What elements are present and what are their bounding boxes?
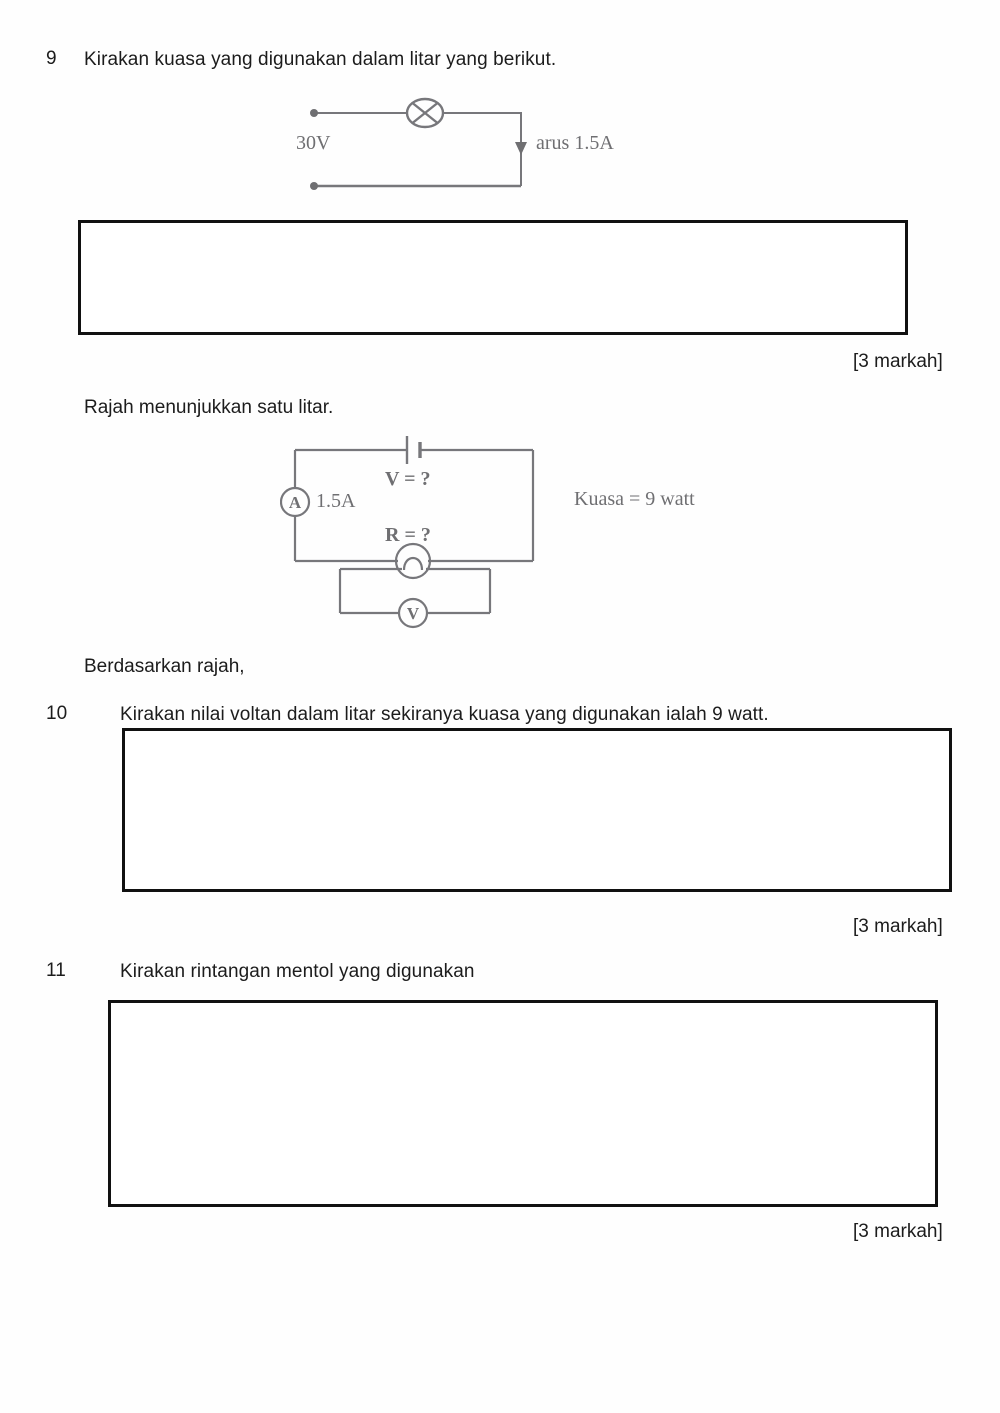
lamp-cross-stroke-b (411, 102, 439, 124)
question-9-number: 9 (46, 48, 57, 69)
answer-box-question-11[interactable] (108, 1000, 938, 1207)
circuit-two-power-label: Kuasa = 9 watt (574, 488, 695, 510)
diagram-intro-text: Rajah menunjukkan satu litar. (84, 397, 334, 418)
down-arrow-icon (515, 142, 527, 155)
circuit-two-svg: A V (280, 436, 535, 629)
circuit-diagram-one: 30V arus 1.5A (290, 92, 630, 202)
circuit-one-svg (310, 97, 527, 190)
question-11-text: Kirakan rintangan mentol yang digunakan (120, 961, 475, 982)
question-11-marks: [3 markah] (853, 1221, 943, 1242)
lamp-cross-icon (405, 97, 445, 129)
circuit-two-ammeter-value: 1.5A (316, 490, 356, 512)
question-9-text: Kirakan kuasa yang digunakan dalam litar… (84, 49, 557, 70)
terminal-dot-bottom (310, 182, 318, 190)
ammeter-icon (280, 486, 311, 518)
circuit-diagram-two: A V V = ? 1.5A R = ? Kuasa = 9 watt (280, 424, 740, 639)
circuit-one-voltage-label: 30V (296, 132, 331, 154)
question-9-marks: [3 markah] (853, 351, 943, 372)
voltmeter-icon (397, 597, 429, 629)
bulb-icon (394, 542, 432, 580)
answer-box-question-10[interactable] (122, 728, 952, 892)
circuit-two-voltage-label: V = ? (385, 468, 431, 490)
bulb-filament (402, 556, 424, 571)
ammeter-letter: A (289, 493, 302, 512)
question-11-number: 11 (46, 960, 66, 981)
based-on-diagram-text: Berdasarkan rajah, (84, 656, 245, 677)
question-10-text: Kirakan nilai voltan dalam litar sekiran… (120, 704, 769, 725)
circuit-two-resistance-label: R = ? (385, 524, 431, 546)
terminal-dot-top (310, 109, 318, 117)
voltmeter-letter: V (407, 604, 420, 623)
answer-box-question-9[interactable] (78, 220, 908, 335)
question-10-marks: [3 markah] (853, 916, 943, 937)
question-10-number: 10 (46, 703, 68, 724)
circuit-one-current-label: arus 1.5A (536, 132, 614, 154)
